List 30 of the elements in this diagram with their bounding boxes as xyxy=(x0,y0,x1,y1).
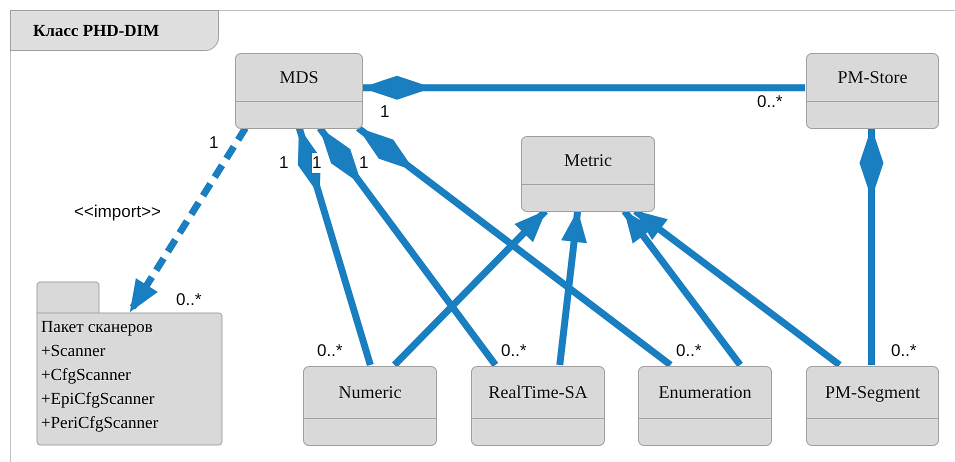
class-box xyxy=(303,366,437,446)
class-box xyxy=(638,366,772,446)
multiplicity-label: 1 xyxy=(312,153,322,173)
composition-connector xyxy=(356,125,673,368)
edge-label: <<import>> xyxy=(72,202,163,222)
class-name: PM-Store xyxy=(838,67,908,88)
class-name: RealTime-SA xyxy=(488,382,588,403)
package-member: +PeriCfgScanner xyxy=(41,413,158,433)
composition-connector xyxy=(296,127,374,366)
class-box xyxy=(806,366,939,446)
frame xyxy=(10,10,955,462)
dependency-arrow xyxy=(127,126,248,314)
class-box xyxy=(806,53,939,129)
class-name: Numeric xyxy=(338,382,402,403)
class-name: Metric xyxy=(564,150,612,171)
generalization-arrow xyxy=(556,210,587,366)
package-member: +EpiCfgScanner xyxy=(41,389,154,409)
class-box xyxy=(471,366,605,446)
package-shape xyxy=(36,281,223,446)
class-name: Enumeration xyxy=(658,382,752,403)
package-member: +Scanner xyxy=(41,341,106,361)
package-name: Пакет сканеров xyxy=(41,317,153,337)
package-member: +CfgScanner xyxy=(41,365,131,385)
composition-connector xyxy=(860,127,884,365)
composition-connector xyxy=(361,76,805,100)
class-box xyxy=(521,136,655,212)
class-name: PM-Segment xyxy=(825,382,920,403)
class-box xyxy=(235,53,363,129)
frame-title: Класс PHD-DIM xyxy=(10,10,219,51)
class-name: MDS xyxy=(280,67,318,88)
